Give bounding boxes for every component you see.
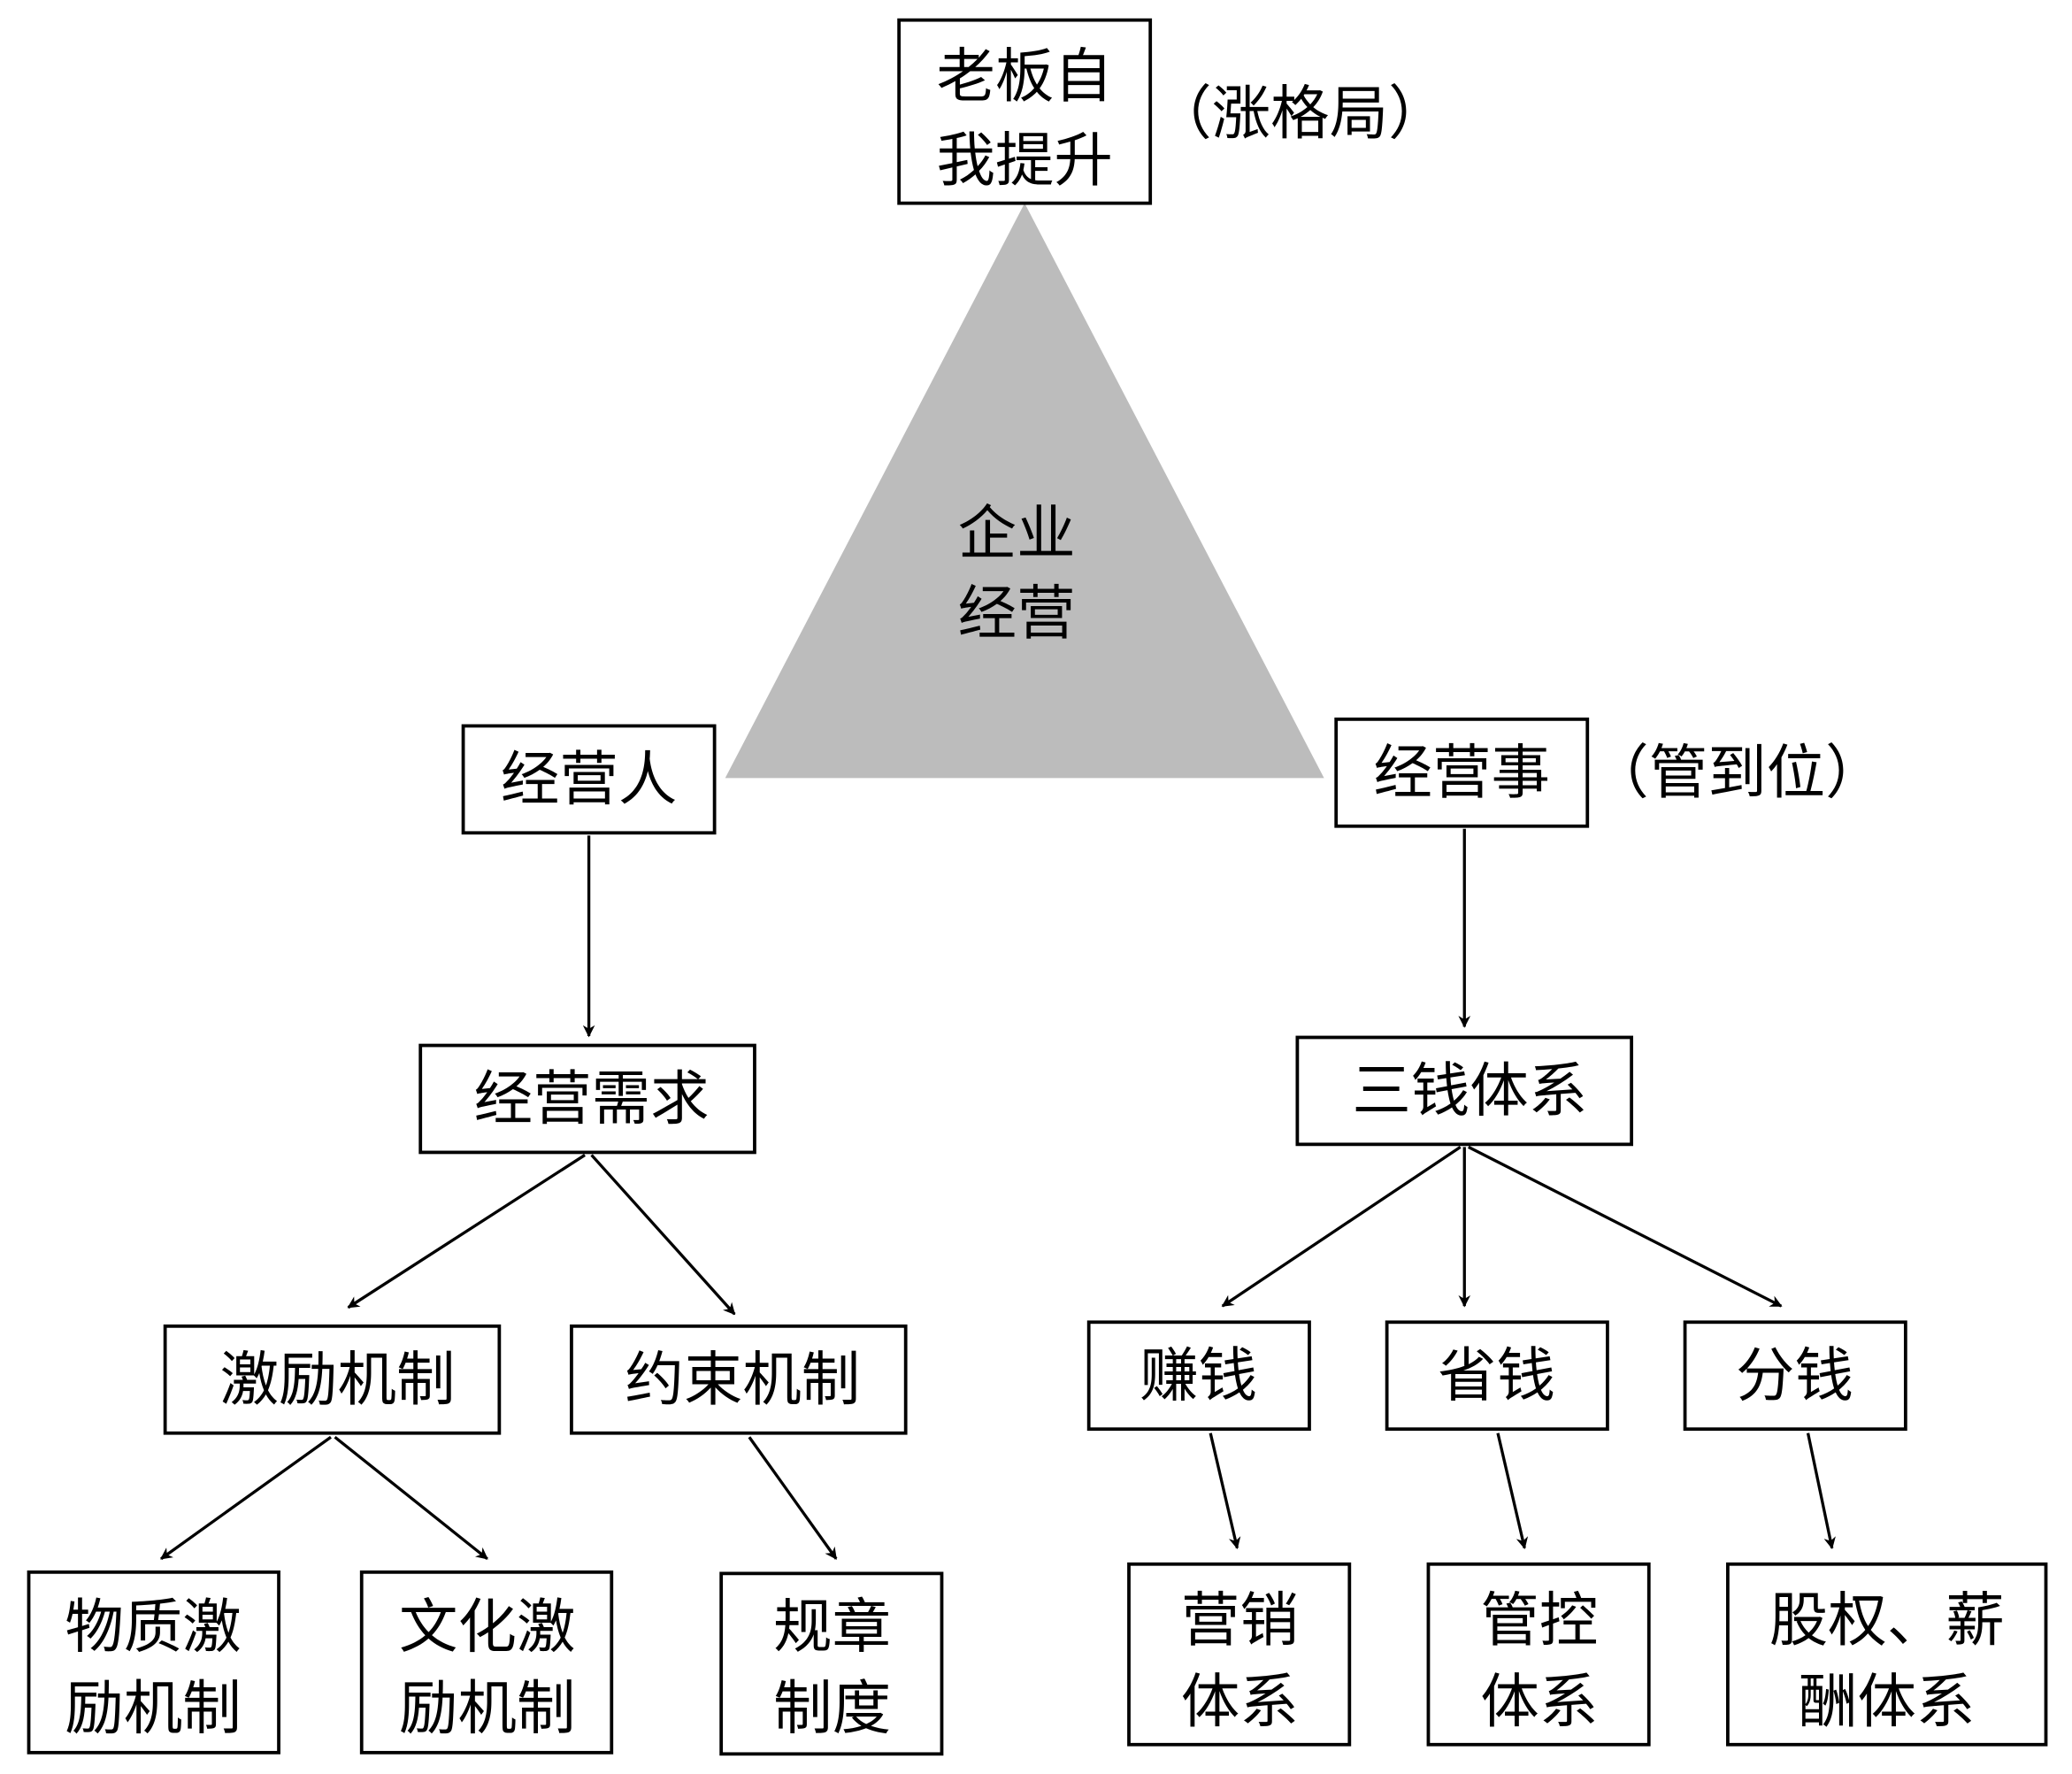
node-three-money-system: 三钱体系 bbox=[1295, 1035, 1634, 1147]
enterprise-triangle bbox=[725, 203, 1324, 779]
node-constraint-mechanism: 约束机制 bbox=[570, 1324, 908, 1435]
svg-text:体系: 体系 bbox=[1181, 1667, 1299, 1736]
svg-text:经营事: 经营事 bbox=[1374, 738, 1550, 807]
node-incentive-mechanism: 激励机制 bbox=[163, 1324, 502, 1435]
svg-text:管控: 管控 bbox=[1480, 1586, 1598, 1655]
edge-incentive-to-culture bbox=[334, 1435, 488, 1561]
svg-text:股权、薪: 股权、薪 bbox=[1769, 1586, 2005, 1655]
svg-text:文化激: 文化激 bbox=[399, 1592, 575, 1661]
svg-text:励机制: 励机制 bbox=[399, 1674, 575, 1743]
svg-text:酬体系: 酬体系 bbox=[1799, 1667, 1975, 1736]
svg-text:老板自: 老板自 bbox=[936, 42, 1112, 111]
node-share-money: 分钱 bbox=[1683, 1320, 1907, 1432]
edge-constraint-to-rules bbox=[748, 1436, 838, 1560]
node-operation-needs: 经营需求 bbox=[418, 1043, 756, 1155]
edge-needs-to-incentive bbox=[347, 1154, 586, 1309]
svg-text:经营人: 经营人 bbox=[501, 745, 677, 814]
edge-incentive-to-material bbox=[159, 1435, 332, 1561]
svg-text:激励机制: 激励机制 bbox=[220, 1345, 456, 1414]
node-boss-self-improvement: 老板自 我提升 bbox=[897, 18, 1153, 205]
svg-text:规章: 规章 bbox=[773, 1592, 891, 1661]
svg-text:营销: 营销 bbox=[1181, 1586, 1299, 1655]
svg-text:省钱: 省钱 bbox=[1438, 1340, 1555, 1409]
svg-text:励机制: 励机制 bbox=[65, 1674, 241, 1743]
edge-three-to-earn bbox=[1221, 1145, 1462, 1308]
svg-text:体系: 体系 bbox=[1480, 1667, 1598, 1736]
svg-text:物质激: 物质激 bbox=[65, 1592, 241, 1661]
svg-text:经营需求: 经营需求 bbox=[474, 1064, 710, 1133]
center-label-1: 企业 bbox=[958, 499, 1076, 568]
node-cultural-incentive: 文化激 励机制 bbox=[359, 1570, 614, 1755]
node-control-system: 管控 体系 bbox=[1426, 1562, 1651, 1747]
node-rules-regulations: 规章 制度 bbox=[719, 1571, 944, 1756]
svg-text:约束机制: 约束机制 bbox=[625, 1345, 860, 1414]
node-manage-affairs: 经营事 bbox=[1334, 717, 1590, 828]
note-broaden-vision: （涨格局） bbox=[1153, 79, 1447, 148]
svg-text:分钱: 分钱 bbox=[1736, 1340, 1853, 1409]
edge-three-to-share bbox=[1468, 1145, 1783, 1308]
svg-text:三钱体系: 三钱体系 bbox=[1352, 1056, 1587, 1125]
center-label-2: 经营 bbox=[958, 579, 1076, 648]
edge-needs-to-constraint bbox=[590, 1154, 736, 1316]
svg-text:制度: 制度 bbox=[773, 1674, 891, 1743]
edge-share-to-equity bbox=[1806, 1432, 1836, 1549]
node-marketing-system: 营销 体系 bbox=[1127, 1562, 1352, 1747]
node-material-incentive: 物质激 励机制 bbox=[27, 1570, 280, 1755]
svg-text:赚钱: 赚钱 bbox=[1140, 1340, 1257, 1409]
edge-earn-to-marketing bbox=[1209, 1432, 1241, 1549]
edge-save-to-control bbox=[1496, 1432, 1529, 1549]
node-equity-compensation-system: 股权、薪 酬体系 bbox=[1726, 1562, 2048, 1747]
node-manage-people: 经营人 bbox=[461, 724, 717, 835]
node-save-money: 省钱 bbox=[1385, 1320, 1609, 1432]
svg-text:我提升: 我提升 bbox=[936, 126, 1112, 195]
note-manage-in-place: （管到位） bbox=[1590, 738, 1884, 807]
node-earn-money: 赚钱 bbox=[1086, 1320, 1311, 1432]
